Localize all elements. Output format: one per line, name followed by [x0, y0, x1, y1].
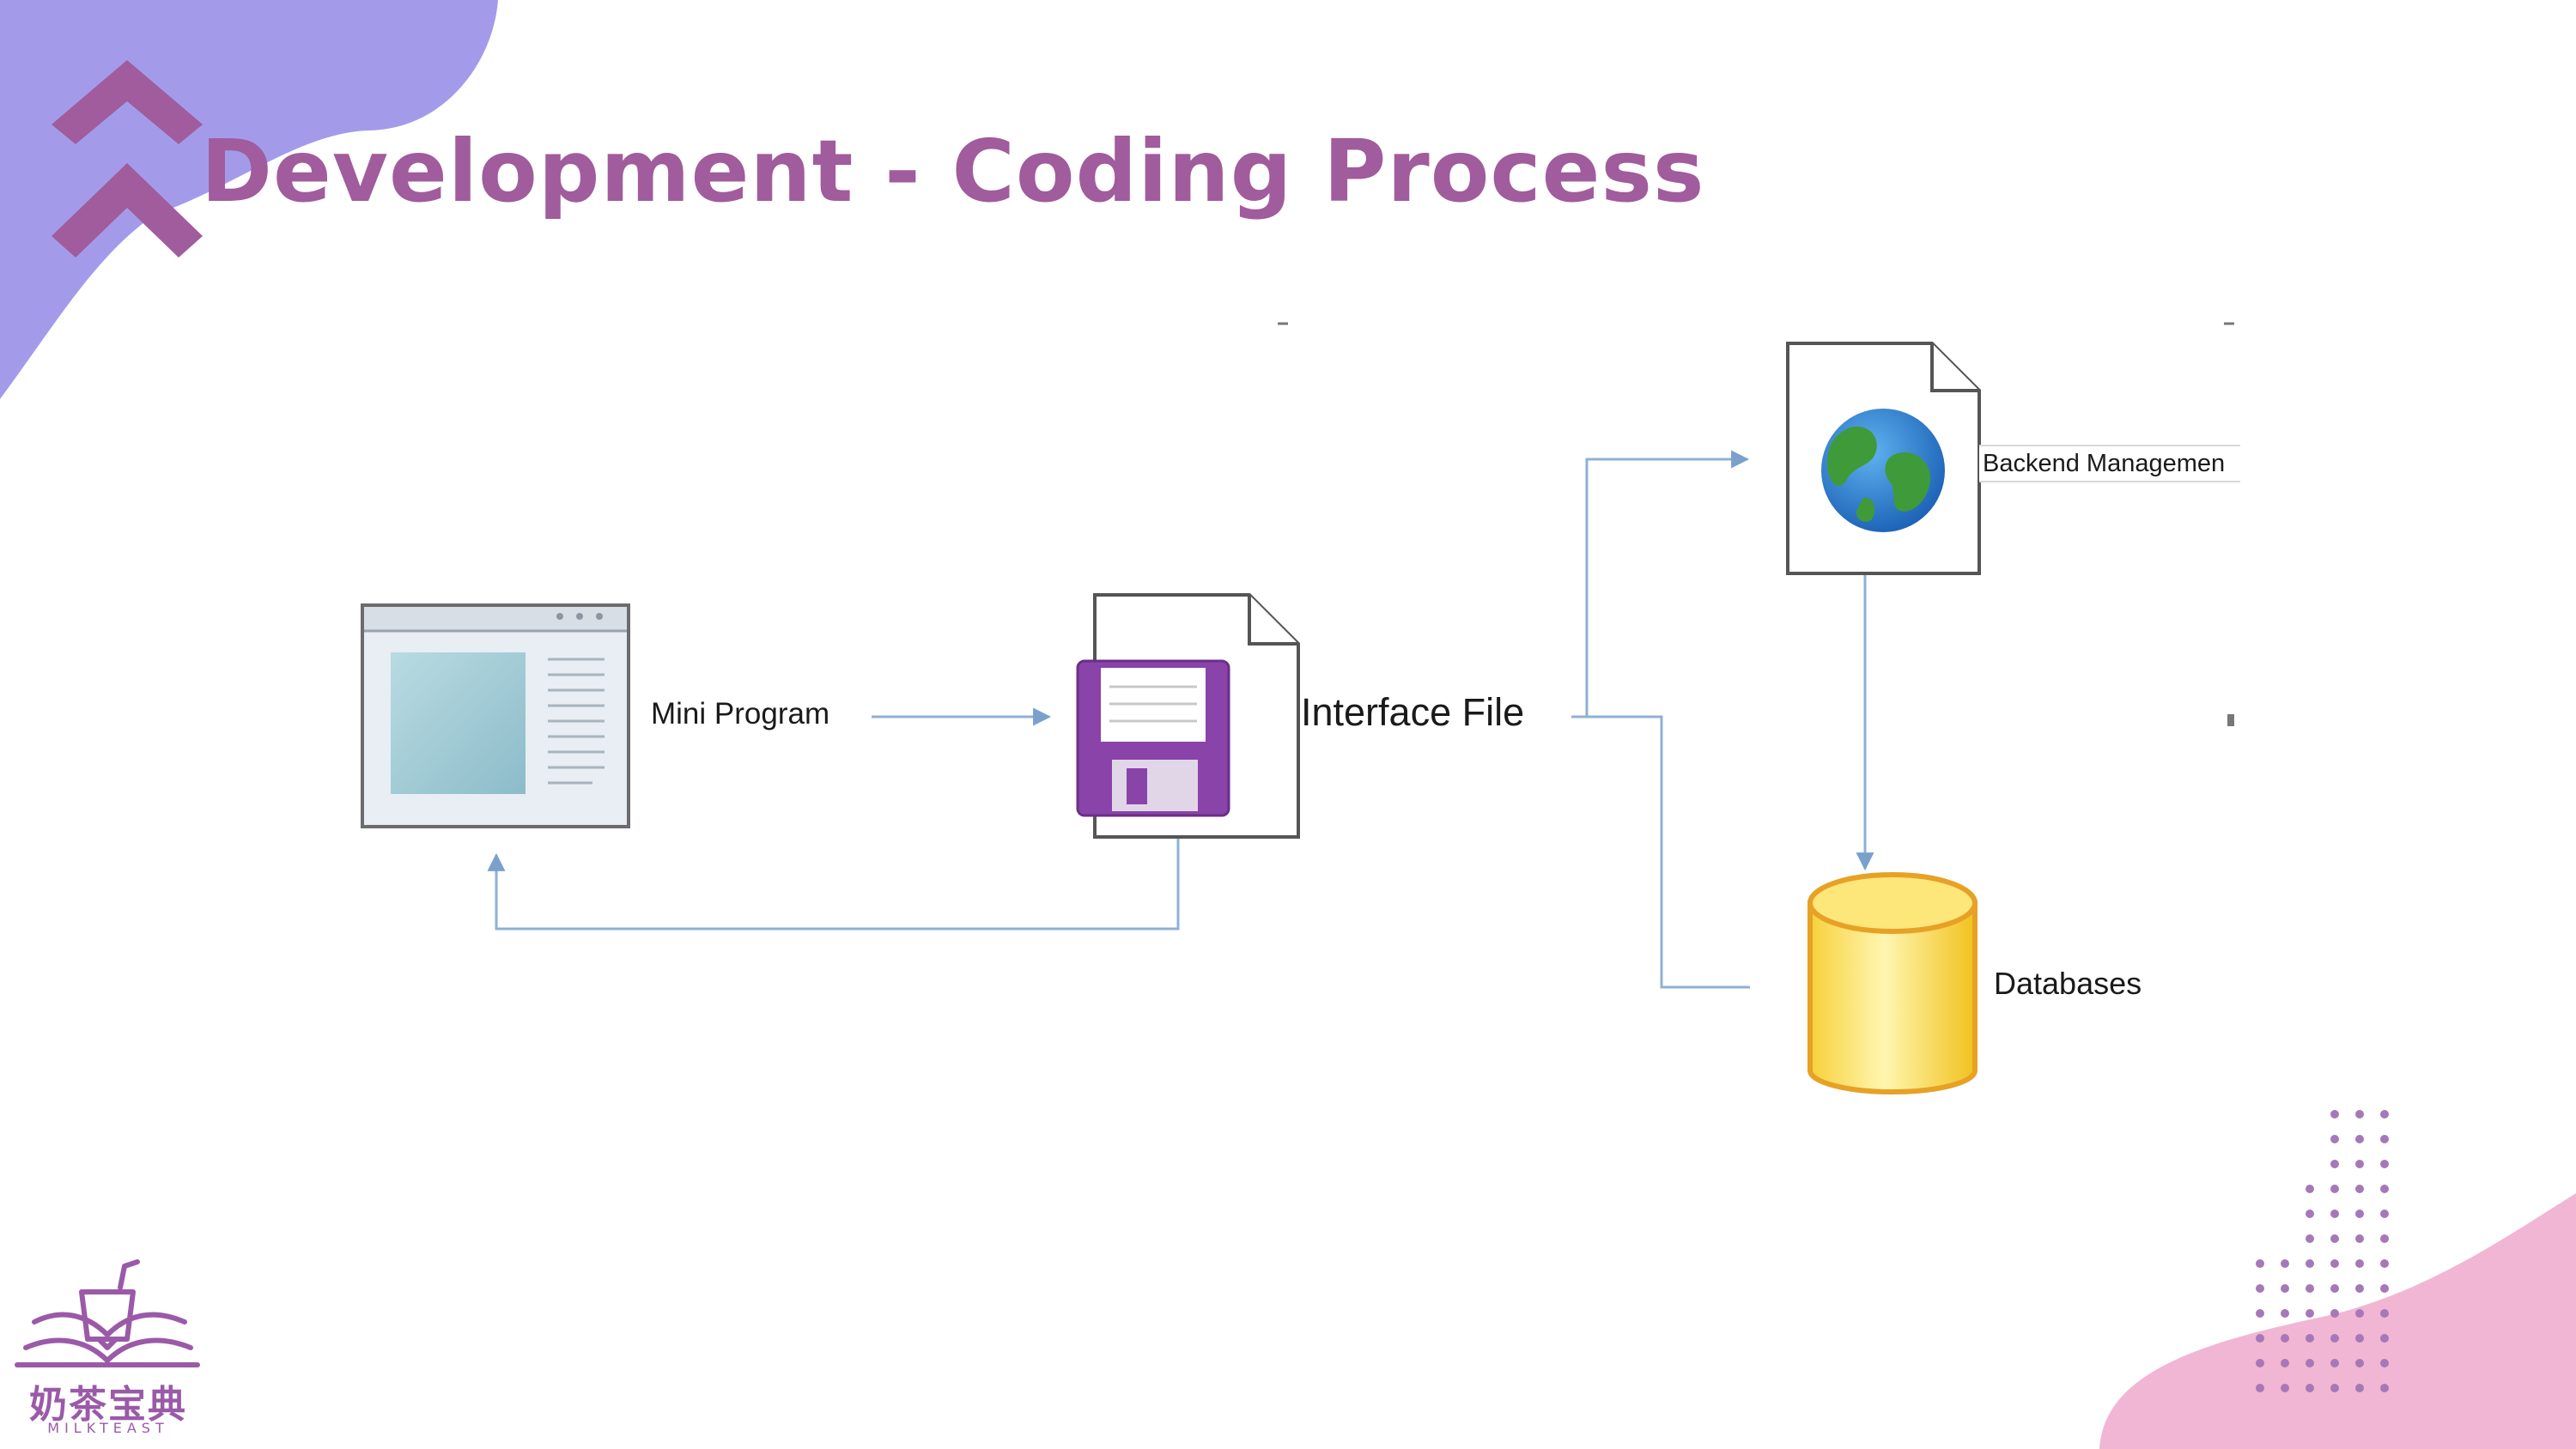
pattern-dot: [2330, 1135, 2339, 1143]
pattern-dot: [2330, 1210, 2339, 1218]
pattern-dot: [2281, 1334, 2289, 1343]
pattern-dot: [2355, 1309, 2364, 1318]
databases-label: Databases: [1994, 966, 2142, 1002]
pattern-dot: [2281, 1259, 2289, 1268]
pattern-dot: [2256, 1384, 2264, 1392]
pattern-dot: [2330, 1185, 2339, 1193]
connector-interface-to-mini: [487, 837, 1180, 931]
pattern-dot: [2330, 1309, 2339, 1318]
pattern-dot: [2355, 1284, 2364, 1293]
pattern-dot: [2380, 1234, 2389, 1243]
document-floppy-icon: [1076, 593, 1300, 839]
pattern-dot: [2380, 1309, 2389, 1318]
pattern-dot: [2330, 1384, 2339, 1392]
logo-subtitle-text: MILKTEAST: [47, 1420, 169, 1436]
pattern-dot: [2380, 1384, 2389, 1392]
connector-interface-to-backend: [1571, 450, 1750, 718]
pattern-dot: [2380, 1210, 2389, 1218]
pattern-dot: [2355, 1259, 2364, 1268]
stray-mark: [2227, 714, 2234, 726]
pattern-dot: [2330, 1284, 2339, 1293]
slide-title: Development - Coding Process: [201, 121, 1705, 221]
pattern-dot: [2330, 1259, 2339, 1268]
pattern-dot: [2281, 1309, 2289, 1318]
pattern-dot: [2330, 1334, 2339, 1343]
connector-interface-to-databases: [1571, 715, 1750, 989]
pattern-dot: [2306, 1309, 2314, 1318]
pattern-dot: [2355, 1359, 2364, 1367]
pattern-dot: [2355, 1210, 2364, 1218]
pattern-dot: [2330, 1234, 2339, 1243]
pattern-dot: [2330, 1359, 2339, 1367]
pattern-dot: [2380, 1135, 2389, 1143]
pattern-dot: [2380, 1110, 2389, 1119]
pattern-dot: [2281, 1384, 2289, 1392]
pattern-dot: [2306, 1334, 2314, 1343]
pattern-dot: [2256, 1309, 2264, 1318]
pattern-dot: [2256, 1284, 2264, 1293]
pattern-dot: [2380, 1284, 2389, 1293]
pattern-dot: [2281, 1284, 2289, 1293]
mini-program-label: Mini Program: [651, 697, 830, 731]
database-icon: [1807, 872, 1978, 1094]
pattern-dot: [2380, 1359, 2389, 1367]
pattern-dot: [2380, 1259, 2389, 1268]
pattern-dot: [2306, 1185, 2314, 1193]
pattern-dot: [2256, 1334, 2264, 1343]
pattern-dot: [2355, 1334, 2364, 1343]
pattern-dot: [2306, 1234, 2314, 1243]
pink-blob-shape: [2099, 1193, 2576, 1449]
pattern-dot: [2281, 1359, 2289, 1367]
double-chevron-up-icon: [52, 60, 203, 258]
pattern-dot: [2306, 1384, 2314, 1392]
pattern-dot: [2256, 1359, 2264, 1367]
pattern-dot: [2380, 1160, 2389, 1168]
pattern-dot: [2256, 1259, 2264, 1268]
pattern-dot: [2306, 1210, 2314, 1218]
logo-brand-text: 奶茶宝典: [29, 1383, 187, 1427]
backend-management-label: Backend Managemen: [1979, 445, 2240, 482]
pattern-dot: [2380, 1334, 2389, 1343]
pattern-dot: [2380, 1185, 2389, 1193]
pattern-dot: [2306, 1359, 2314, 1367]
browser-window-icon: [361, 603, 630, 828]
pattern-dot: [2355, 1185, 2364, 1193]
pattern-dot: [2306, 1284, 2314, 1293]
pattern-dot: [2330, 1110, 2339, 1119]
pattern-dot: [2355, 1160, 2364, 1168]
pattern-dot: [2330, 1160, 2339, 1168]
dot-pattern: [2256, 1110, 2389, 1392]
pattern-dot: [2355, 1234, 2364, 1243]
interface-file-label: Interface File: [1301, 690, 1525, 735]
pattern-dot: [2355, 1384, 2364, 1392]
web-document-globe-icon: [1786, 342, 1981, 575]
pattern-dot: [2306, 1259, 2314, 1268]
pattern-dot: [2355, 1135, 2364, 1143]
pattern-dot: [2355, 1110, 2364, 1119]
